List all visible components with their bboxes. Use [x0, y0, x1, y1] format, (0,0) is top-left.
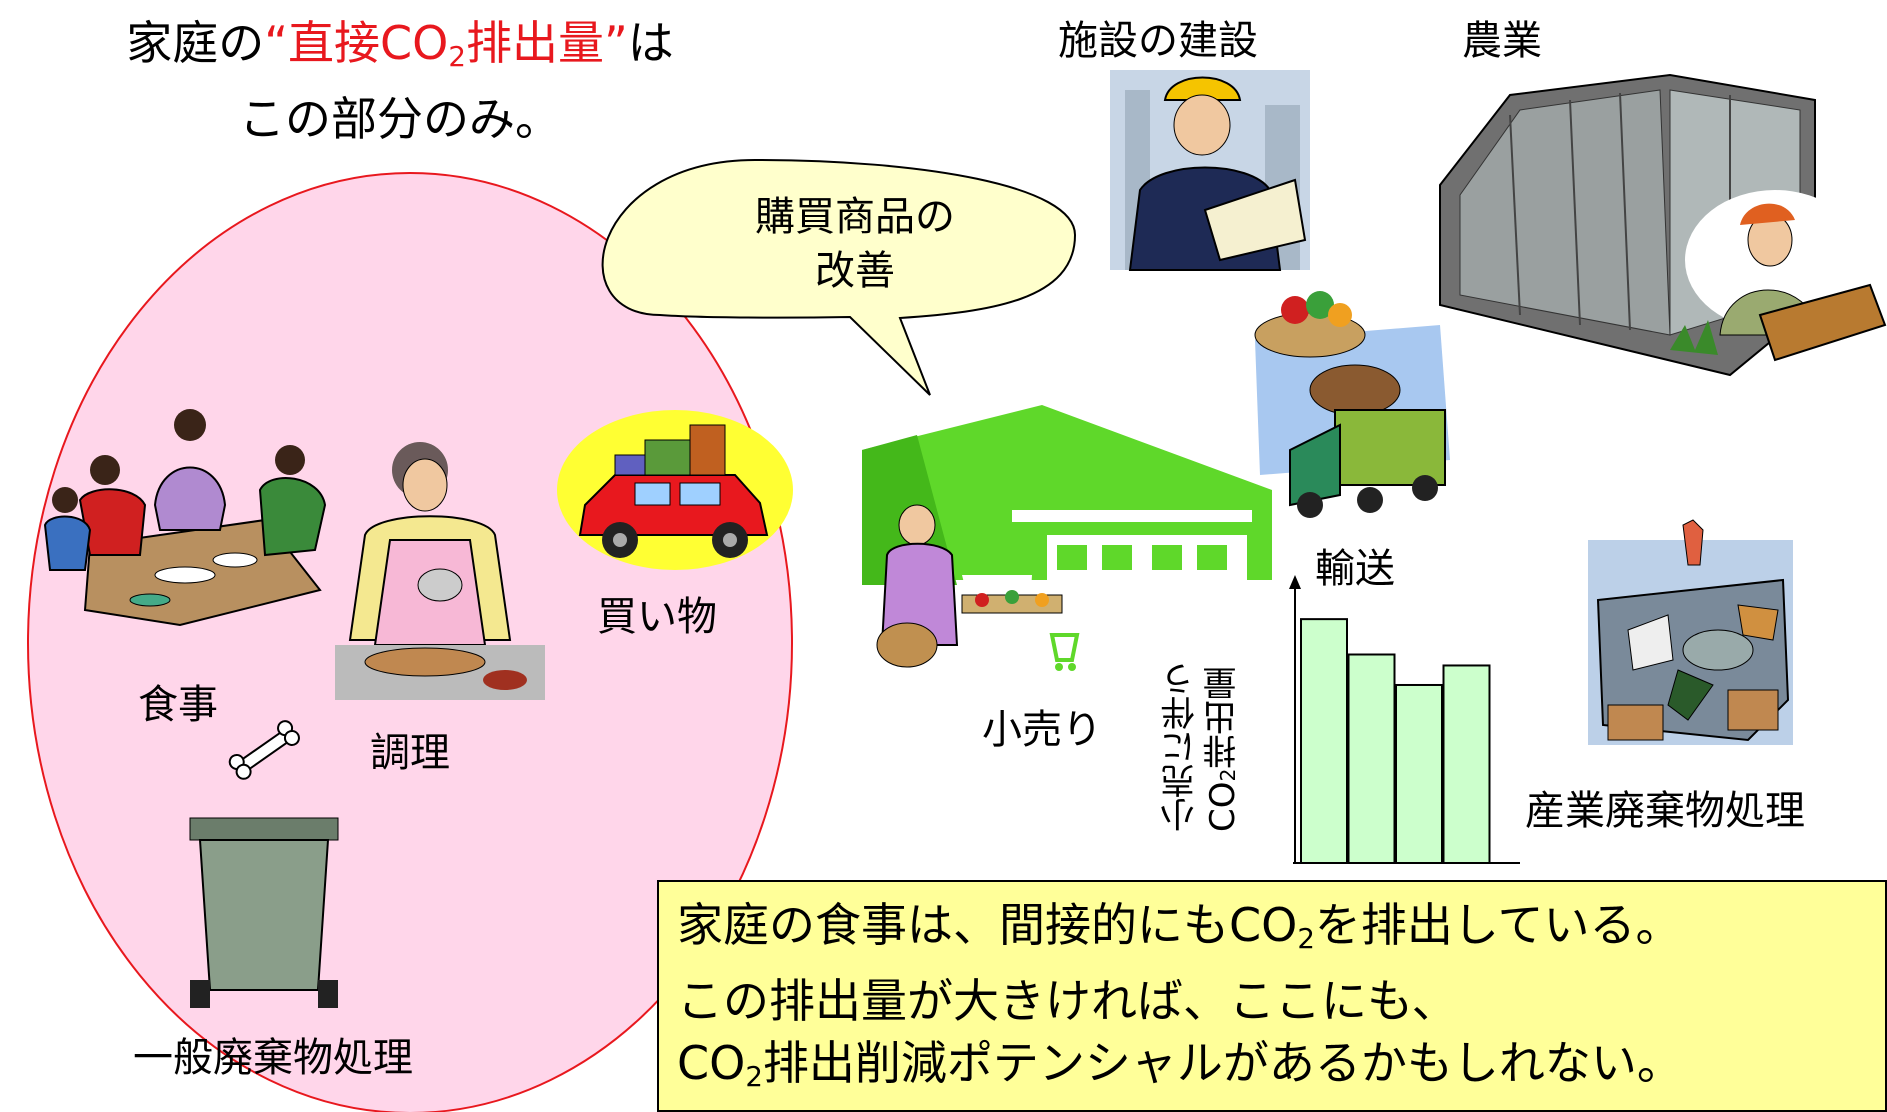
agriculture-illustration	[1439, 73, 1887, 377]
retail-co2-chart	[1289, 575, 1520, 865]
chart-bar-1	[1300, 618, 1348, 864]
industrial-waste-illustration	[1588, 519, 1793, 745]
cooking-illustration	[335, 442, 545, 700]
title-highlight: “直接CO2排出量”	[264, 16, 628, 73]
transport-label: 輸送	[1315, 546, 1395, 592]
chart-y-label: 小売に伴う CO2排出量	[1161, 662, 1243, 832]
industrial-waste-label: 産業廃棄物処理	[1525, 788, 1805, 834]
agriculture-label: 農業	[1462, 18, 1542, 64]
chart-bar-2	[1347, 653, 1396, 864]
construction-illustration	[1110, 70, 1310, 271]
title-line-2: この部分のみ。	[239, 91, 561, 146]
retail-store-illustration	[862, 405, 1272, 671]
transport-illustration	[1254, 291, 1450, 518]
page-title: 家庭の“直接CO2排出量”は この部分のみ。	[50, 12, 750, 150]
note-line-1: 家庭の食事は、間接的にもCO2を排出している。	[677, 898, 1682, 955]
chart-bar-3	[1395, 683, 1443, 864]
general-waste-label: 一般廃棄物処理	[133, 1035, 413, 1081]
retail-label: 小売り	[982, 707, 1102, 753]
chart-bar-4	[1442, 664, 1491, 865]
speech-bubble	[601, 158, 1077, 396]
shopping-illustration	[557, 410, 793, 570]
construction-label: 施設の建設	[1058, 18, 1258, 64]
conclusion-note: 家庭の食事は、間接的にもCO2を排出している。 この排出量が大きければ、ここにも…	[657, 880, 1887, 1112]
shopping-label: 買い物	[597, 594, 717, 640]
note-line-2: この排出量が大きければ、ここにも、	[677, 973, 1458, 1028]
cooking-label: 調理	[370, 730, 450, 776]
bubble-text: 購買商品の 改善	[755, 194, 955, 294]
meal-illustration	[43, 409, 327, 627]
meal-label: 食事	[138, 682, 218, 728]
title-line-1: 家庭の“直接CO2排出量”は	[126, 16, 674, 73]
chart-y-axis-arrow	[1289, 575, 1301, 589]
note-line-3: CO2排出削減ポテンシャルがあるかもしれない。	[677, 1035, 1683, 1093]
trash-bin-illustration	[189, 720, 339, 1008]
